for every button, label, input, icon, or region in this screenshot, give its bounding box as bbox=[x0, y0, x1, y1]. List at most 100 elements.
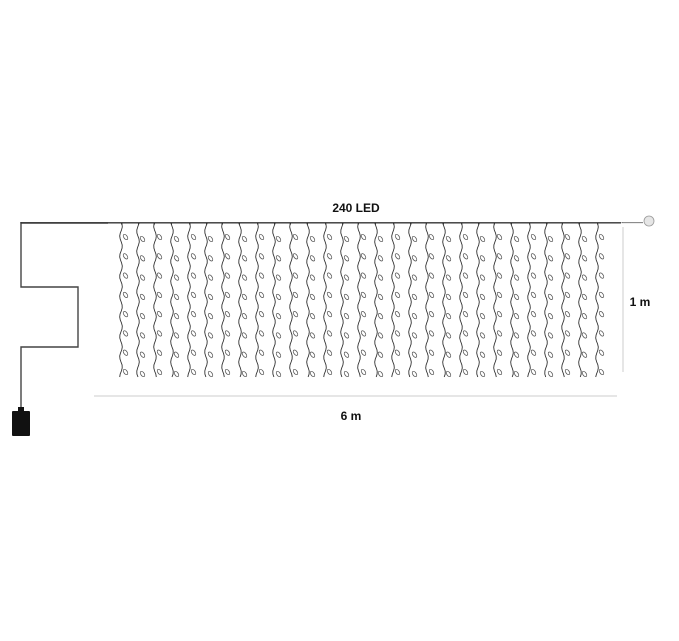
led-bulb bbox=[139, 313, 146, 320]
led-strand bbox=[204, 223, 214, 378]
led-bulb bbox=[309, 255, 316, 262]
power-cable bbox=[20, 222, 108, 411]
led-bulb bbox=[326, 368, 333, 376]
strand-wire bbox=[221, 223, 225, 378]
led-bulb bbox=[139, 332, 146, 339]
led-bulb bbox=[122, 349, 129, 356]
led-bulb bbox=[428, 253, 435, 260]
strand-wire bbox=[510, 223, 514, 378]
led-bulb bbox=[173, 274, 180, 281]
led-bulb bbox=[428, 233, 435, 241]
led-bulb bbox=[292, 233, 299, 241]
led-bulb bbox=[394, 272, 401, 279]
led-bulb bbox=[156, 253, 163, 260]
led-bulb bbox=[360, 291, 367, 298]
led-bulb bbox=[156, 291, 163, 298]
strand-wire bbox=[340, 223, 344, 378]
led-bulb bbox=[564, 272, 571, 279]
led-strand bbox=[408, 223, 418, 378]
led-bulb bbox=[598, 291, 605, 298]
led-bulb bbox=[530, 311, 537, 318]
top-wire bbox=[20, 222, 621, 224]
led-bulb bbox=[411, 255, 418, 262]
led-bulb bbox=[428, 368, 435, 376]
led-strand bbox=[187, 223, 197, 378]
led-bulb bbox=[275, 313, 282, 320]
led-bulb bbox=[445, 235, 452, 243]
led-bulb bbox=[326, 291, 333, 298]
led-bulb bbox=[224, 311, 231, 318]
strand-wire bbox=[425, 223, 429, 378]
led-bulb bbox=[564, 291, 571, 298]
strand-wire bbox=[289, 223, 293, 378]
led-strand bbox=[544, 223, 554, 378]
led-bulb bbox=[513, 293, 520, 300]
led-strand bbox=[221, 223, 231, 378]
led-strand bbox=[170, 223, 180, 378]
led-strand bbox=[306, 223, 316, 378]
led-bulb bbox=[190, 291, 197, 298]
led-bulb bbox=[224, 253, 231, 260]
led-bulb bbox=[496, 233, 503, 241]
led-bulb bbox=[309, 313, 316, 320]
led-bulb bbox=[207, 370, 214, 378]
led-bulb bbox=[360, 272, 367, 279]
led-bulb bbox=[598, 368, 605, 376]
led-bulb bbox=[428, 291, 435, 298]
led-bulb bbox=[547, 351, 554, 358]
led-bulb bbox=[258, 311, 265, 318]
led-bulb bbox=[479, 332, 486, 339]
led-bulb bbox=[343, 293, 350, 300]
adapter-plug bbox=[18, 407, 24, 412]
led-bulb bbox=[275, 255, 282, 262]
led-strand bbox=[119, 223, 129, 378]
led-bulb bbox=[462, 272, 469, 279]
led-bulb bbox=[241, 370, 248, 378]
led-strand bbox=[255, 223, 265, 378]
led-bulb bbox=[258, 253, 265, 260]
led-strand bbox=[595, 223, 605, 378]
led-bulb bbox=[513, 351, 520, 358]
led-bulb bbox=[581, 351, 588, 358]
led-bulb bbox=[394, 253, 401, 260]
led-bulb bbox=[275, 370, 282, 378]
led-bulb bbox=[343, 235, 350, 243]
led-bulb bbox=[547, 235, 554, 243]
led-bulb bbox=[207, 235, 214, 243]
strand-wire bbox=[527, 223, 531, 378]
led-strand bbox=[493, 223, 503, 378]
led-bulb bbox=[496, 311, 503, 318]
led-bulb bbox=[224, 291, 231, 298]
led-bulb bbox=[360, 253, 367, 260]
led-bulb bbox=[190, 253, 197, 260]
led-bulb bbox=[377, 274, 384, 281]
led-bulb bbox=[547, 332, 554, 339]
led-bulb bbox=[258, 291, 265, 298]
led-bulb bbox=[241, 351, 248, 358]
led-bulb bbox=[394, 368, 401, 376]
led-bulb bbox=[411, 235, 418, 243]
led-bulb bbox=[530, 368, 537, 376]
led-bulb bbox=[122, 368, 129, 376]
led-bulb bbox=[428, 311, 435, 318]
led-strand bbox=[374, 223, 384, 378]
strand-wire bbox=[374, 223, 378, 378]
led-bulb bbox=[479, 370, 486, 378]
led-strand bbox=[357, 223, 367, 378]
led-bulb bbox=[292, 311, 299, 318]
led-bulb bbox=[581, 332, 588, 339]
led-strand bbox=[442, 223, 452, 378]
led-bulb bbox=[190, 272, 197, 279]
led-bulb bbox=[411, 313, 418, 320]
led-bulb bbox=[360, 368, 367, 376]
led-bulb bbox=[207, 255, 214, 262]
led-bulb bbox=[598, 311, 605, 318]
led-bulb bbox=[530, 272, 537, 279]
strand-wire bbox=[187, 223, 191, 378]
power-adapter bbox=[12, 411, 30, 436]
led-bulb bbox=[207, 332, 214, 339]
led-bulb bbox=[309, 351, 316, 358]
led-bulb bbox=[581, 293, 588, 300]
led-bulb bbox=[190, 349, 197, 356]
